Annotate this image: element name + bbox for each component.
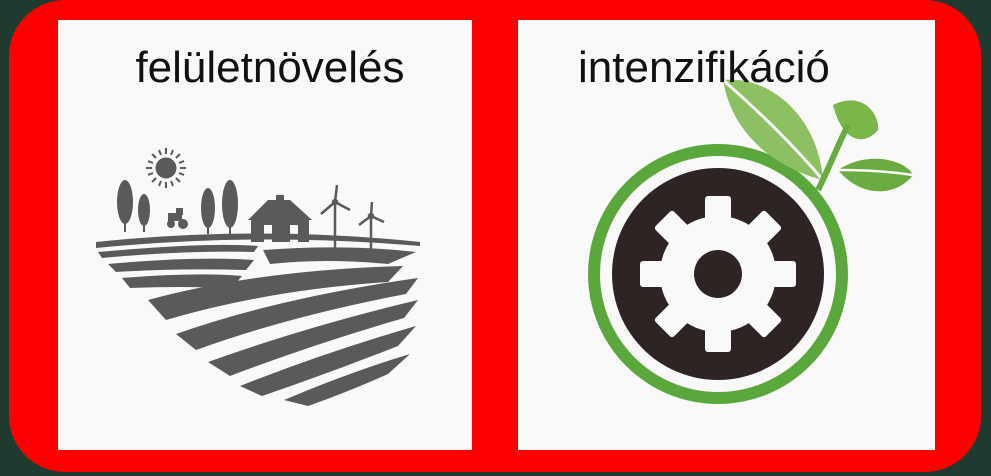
- field-stripes-icon: [96, 233, 420, 406]
- panel-title-right: intenzifikáció: [578, 43, 830, 92]
- panel-title-left: felületnövelés: [135, 43, 405, 92]
- panel-surface-expansion: felületnövelés: [58, 20, 472, 450]
- leaves-icon: [722, 78, 914, 192]
- sun-icon: [146, 148, 186, 188]
- gear-leaf-icon: [588, 78, 914, 404]
- gear-icon: [640, 196, 796, 352]
- trees-icon: [117, 180, 238, 236]
- panel-intensification: intenzifikáció: [518, 20, 935, 450]
- tractor-icon: [167, 208, 188, 229]
- farmland-icon: [96, 148, 420, 406]
